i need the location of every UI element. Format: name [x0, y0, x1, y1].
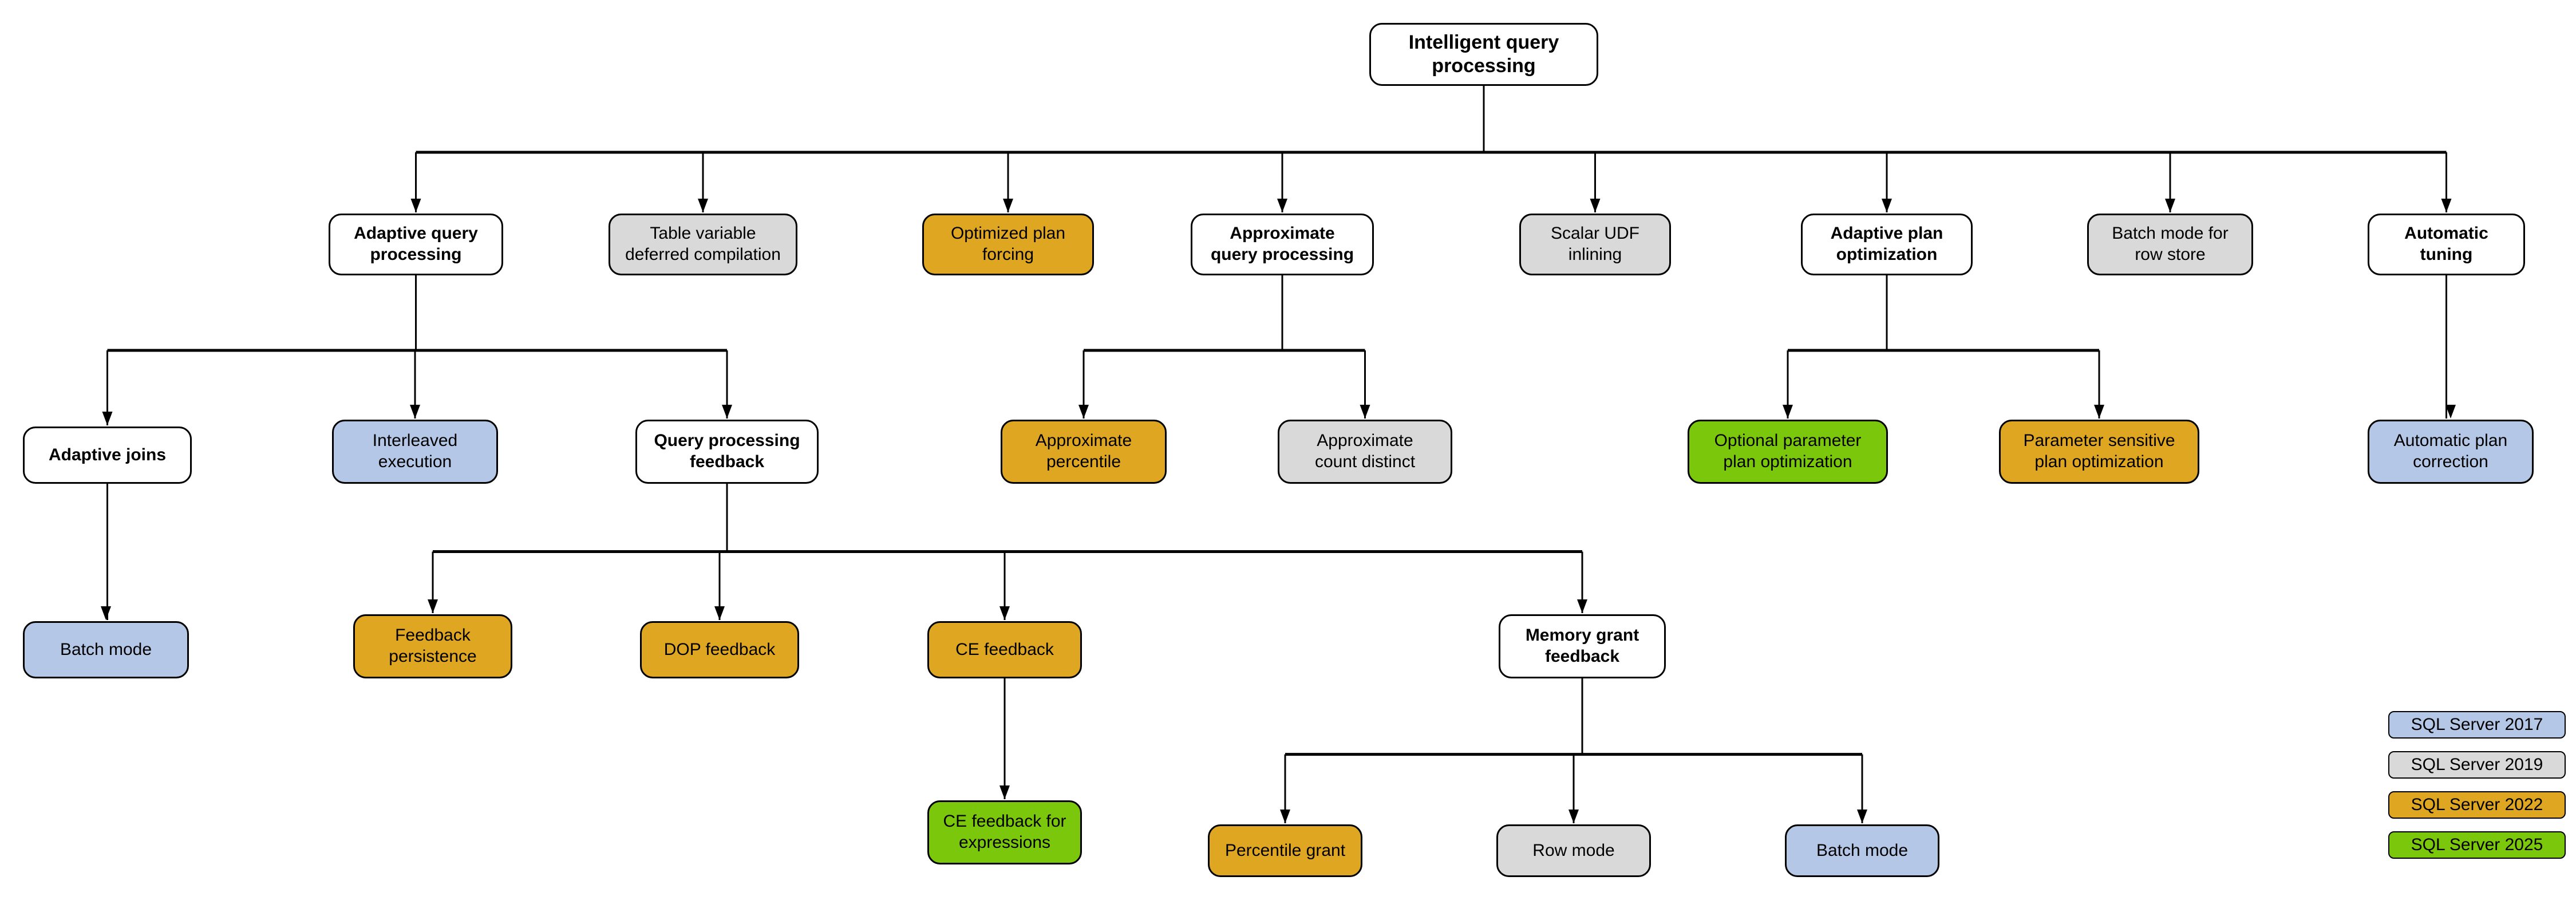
node-label: Adaptive joins — [48, 445, 167, 464]
node-label: Optional parameter plan optimization — [1714, 431, 1862, 471]
node-label: Batch mode — [1816, 840, 1909, 860]
node-qpf[interactable]: Query processing feedback — [635, 420, 819, 484]
node-label: CE feedback — [955, 639, 1054, 659]
node-label: Feedback persistence — [389, 626, 477, 666]
node-pctgrant[interactable]: Percentile grant — [1208, 824, 1362, 877]
node-label: DOP feedback — [663, 639, 776, 659]
node-bmode2[interactable]: Batch mode — [1785, 824, 1939, 877]
node-label: Approximate count distinct — [1314, 431, 1416, 471]
node-dopfb[interactable]: DOP feedback — [640, 621, 799, 678]
node-label: Batch mode for row store — [2112, 224, 2229, 264]
node-rowmode[interactable]: Row mode — [1496, 824, 1651, 877]
legend-label: SQL Server 2017 — [2411, 715, 2543, 734]
node-label: CE feedback for expressions — [943, 812, 1066, 852]
node-label: Percentile grant — [1224, 840, 1346, 860]
node-label: Approximate query processing — [1210, 224, 1354, 264]
node-cefbexpr[interactable]: CE feedback for expressions — [927, 800, 1082, 864]
node-apo[interactable]: Adaptive plan optimization — [1801, 214, 1973, 275]
node-label: Interleaved execution — [372, 431, 458, 471]
node-label: Automatic plan correction — [2393, 431, 2508, 471]
node-apct[interactable]: Approximate percentile — [1001, 420, 1167, 484]
node-ajoins[interactable]: Adaptive joins — [23, 427, 192, 484]
node-apc[interactable]: Automatic plan correction — [2368, 420, 2534, 484]
legend-label: SQL Server 2019 — [2411, 755, 2543, 774]
node-bmode1[interactable]: Batch mode — [23, 621, 189, 678]
node-appqp[interactable]: Approximate query processing — [1191, 214, 1374, 275]
node-cefb[interactable]: CE feedback — [927, 621, 1082, 678]
node-opf[interactable]: Optimized plan forcing — [922, 214, 1094, 275]
node-label: Table variable deferred compilation — [625, 224, 781, 264]
node-fbpers[interactable]: Feedback persistence — [353, 614, 512, 678]
node-aqp[interactable]: Adaptive query processing — [329, 214, 503, 275]
legend-item-sql-server-2017: SQL Server 2017 — [2388, 711, 2566, 739]
node-label: Scalar UDF inlining — [1550, 224, 1640, 264]
node-label: Query processing feedback — [654, 431, 800, 471]
node-label: Approximate percentile — [1035, 431, 1132, 471]
node-tvdc[interactable]: Table variable deferred compilation — [609, 214, 797, 275]
node-bmrs[interactable]: Batch mode for row store — [2087, 214, 2253, 275]
node-label: Memory grant feedback — [1525, 626, 1639, 666]
node-label: Automatic tuning — [2404, 224, 2488, 264]
node-ilexec[interactable]: Interleaved execution — [332, 420, 498, 484]
node-root[interactable]: Intelligent query processing — [1369, 23, 1598, 86]
node-acdist[interactable]: Approximate count distinct — [1278, 420, 1452, 484]
legend-item-sql-server-2019: SQL Server 2019 — [2388, 751, 2566, 779]
node-mgfb[interactable]: Memory grant feedback — [1499, 614, 1666, 678]
node-autotune[interactable]: Automatic tuning — [2368, 214, 2525, 275]
node-label: Intelligent query processing — [1408, 31, 1559, 77]
legend-item-sql-server-2025: SQL Server 2025 — [2388, 831, 2566, 859]
node-label: Adaptive plan optimization — [1830, 224, 1943, 264]
node-label: Parameter sensitive plan optimization — [2023, 431, 2175, 471]
node-label: Row mode — [1532, 840, 1615, 860]
node-pspo[interactable]: Parameter sensitive plan optimization — [1999, 420, 2199, 484]
legend-label: SQL Server 2022 — [2411, 795, 2543, 814]
node-label: Adaptive query processing — [354, 224, 478, 264]
node-sudf[interactable]: Scalar UDF inlining — [1519, 214, 1671, 275]
node-oppo[interactable]: Optional parameter plan optimization — [1688, 420, 1888, 484]
legend-item-sql-server-2022: SQL Server 2022 — [2388, 791, 2566, 819]
legend-label: SQL Server 2025 — [2411, 835, 2543, 854]
node-label: Optimized plan forcing — [950, 224, 1066, 264]
node-label: Batch mode — [60, 639, 152, 659]
